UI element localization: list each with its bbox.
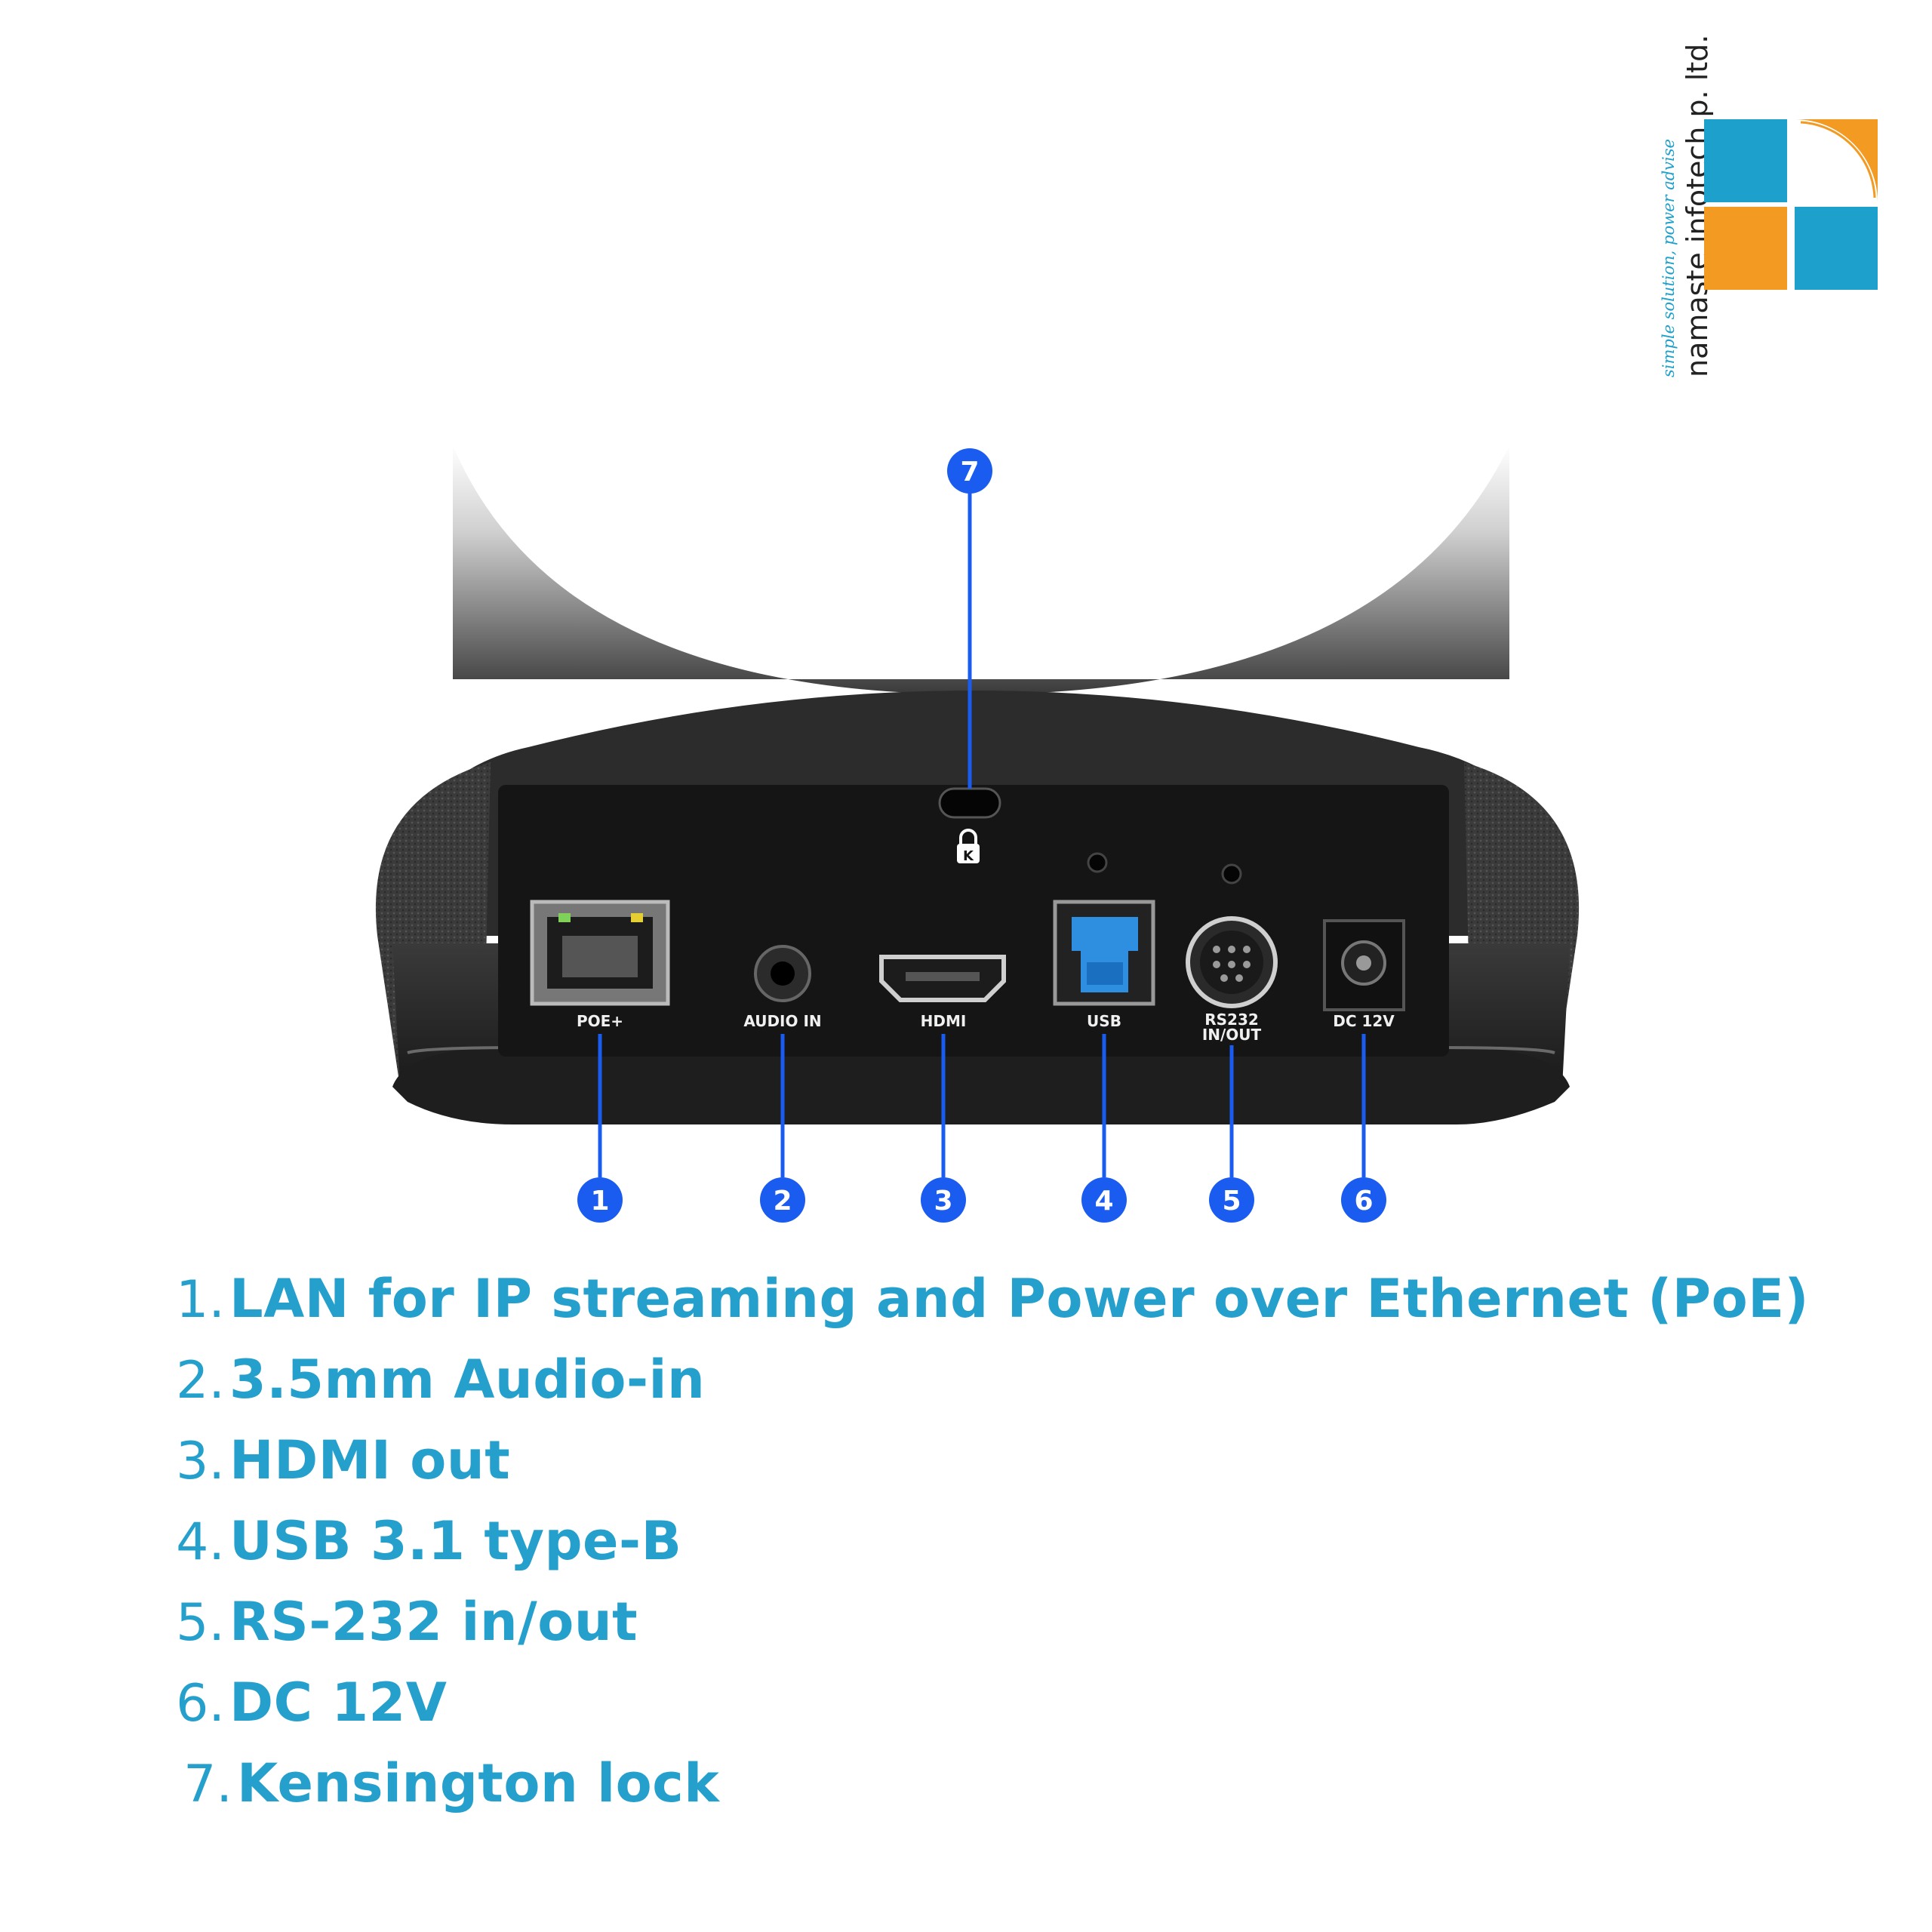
callout-marker-7 bbox=[947, 448, 992, 494]
callout-marker-4 bbox=[1081, 1177, 1127, 1223]
camera-base-lip bbox=[392, 1045, 1570, 1124]
rj45-port bbox=[530, 900, 670, 1006]
list-item-text: USB 3.1 type-B bbox=[229, 1510, 682, 1572]
list-item-text: RS-232 in/out bbox=[229, 1591, 638, 1653]
list-item-number: 6. bbox=[176, 1674, 225, 1734]
dc-jack bbox=[1323, 919, 1405, 1011]
list-item: 3. HDMI out bbox=[166, 1429, 1809, 1510]
rs232-port bbox=[1186, 916, 1278, 1008]
list-item-text: DC 12V bbox=[229, 1672, 448, 1734]
callout-number-3: 3 bbox=[934, 1186, 952, 1217]
label-dc12v: DC 12V bbox=[1333, 1012, 1395, 1030]
logo-square-orange-bottom bbox=[1704, 207, 1787, 290]
label-poe: POE+ bbox=[577, 1012, 623, 1030]
brand-logo: namaste infotech p. ltd. simple solution… bbox=[1660, 35, 1878, 377]
list-item-number: 2. bbox=[176, 1351, 225, 1411]
list-item: 2. 3.5mm Audio-in bbox=[166, 1349, 1809, 1429]
list-item-number: 7. bbox=[183, 1755, 232, 1814]
brand-name: namaste infotech p. ltd. bbox=[1681, 35, 1714, 377]
list-item-text: 3.5mm Audio-in bbox=[229, 1349, 706, 1411]
port-description-list: 1. LAN for IP streaming and Power over E… bbox=[166, 1268, 1809, 1833]
camera-head bbox=[453, 445, 1509, 694]
list-item: 5. RS-232 in/out bbox=[166, 1591, 1809, 1672]
callout-number-5: 5 bbox=[1222, 1186, 1241, 1217]
callout-number-7: 7 bbox=[960, 457, 979, 488]
list-item: 6. DC 12V bbox=[166, 1672, 1809, 1752]
kensington-slot bbox=[938, 787, 1001, 819]
lock-icon-letter: K bbox=[963, 848, 974, 864]
list-item-number: 3. bbox=[176, 1432, 225, 1491]
callout-number-1: 1 bbox=[590, 1186, 609, 1217]
list-item-text: Kensington lock bbox=[237, 1752, 720, 1814]
callout-marker-1 bbox=[577, 1177, 623, 1223]
usb-b-port bbox=[1053, 900, 1155, 1006]
label-rs232: RS232 bbox=[1204, 1011, 1259, 1029]
callout-number-2: 2 bbox=[773, 1186, 792, 1217]
label-hdmi: HDMI bbox=[921, 1012, 967, 1030]
list-item: 1. LAN for IP streaming and Power over E… bbox=[166, 1268, 1809, 1349]
list-item-number: 1. bbox=[176, 1270, 225, 1330]
callout-number-4: 4 bbox=[1094, 1186, 1113, 1217]
logo-square-blue-top bbox=[1704, 119, 1787, 202]
callout-number-6: 6 bbox=[1354, 1186, 1373, 1217]
hdmi-port bbox=[879, 955, 1006, 1002]
label-audio-in: AUDIO IN bbox=[743, 1012, 821, 1030]
callout-marker-5 bbox=[1209, 1177, 1254, 1223]
callout-marker-3 bbox=[921, 1177, 966, 1223]
camera-rear-panel-illustration: K POE bbox=[375, 445, 1580, 1223]
list-item: 7. Kensington lock bbox=[166, 1752, 1809, 1833]
audio-jack bbox=[754, 945, 811, 1002]
list-item-text: HDMI out bbox=[229, 1429, 511, 1491]
label-usb: USB bbox=[1087, 1012, 1121, 1030]
list-item: 4. USB 3.1 type-B bbox=[166, 1510, 1809, 1591]
callout-marker-6 bbox=[1341, 1177, 1386, 1223]
logo-square-blue-bottom bbox=[1795, 207, 1878, 290]
list-item-number: 5. bbox=[176, 1593, 225, 1653]
logo-square-orange-arc bbox=[1796, 119, 1878, 202]
label-rs232-inout: IN/OUT bbox=[1202, 1026, 1262, 1044]
list-item-text: LAN for IP streaming and Power over Ethe… bbox=[229, 1268, 1810, 1330]
callout-marker-2 bbox=[760, 1177, 805, 1223]
list-item-number: 4. bbox=[176, 1512, 225, 1572]
lock-icon: K bbox=[957, 829, 980, 864]
brand-tagline: simple solution, power advise bbox=[1660, 139, 1678, 377]
